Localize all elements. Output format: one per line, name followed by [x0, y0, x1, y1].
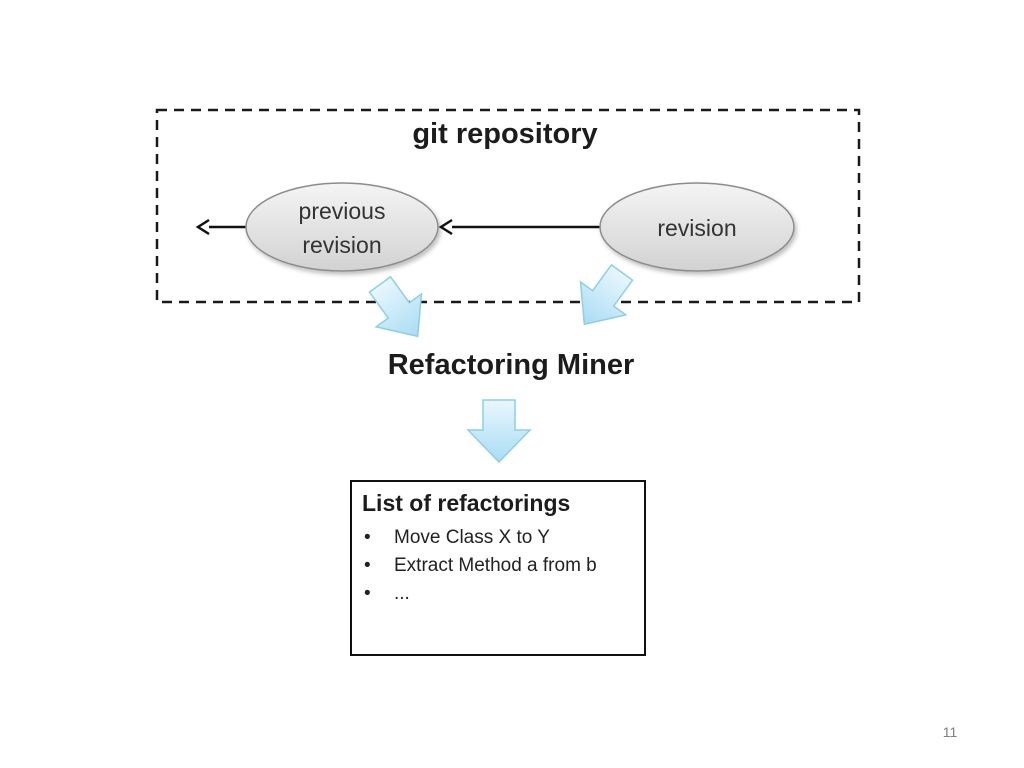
list-item-text: Move Class X to Y	[394, 527, 550, 548]
refactoring-list-box: List of refactorings • Move Class X to Y …	[350, 480, 646, 656]
list-item-text: Extract Method a from b	[394, 555, 597, 576]
revision-to-engine-block-arrow	[579, 263, 634, 326]
previous-revision-node	[245, 182, 439, 272]
refactoring-list: • Move Class X to Y • Extract Method a fro…	[362, 524, 597, 608]
bullet-icon: •	[364, 583, 371, 604]
history-arrowhead	[195, 218, 210, 236]
previous-revision-label: previous revision	[246, 194, 438, 262]
revision-label: revision	[657, 215, 737, 241]
revision-to-previous-arrowhead	[438, 218, 453, 236]
engine-to-output-block-arrow	[466, 399, 532, 464]
repository-container	[155, 108, 861, 304]
list-item: •...	[362, 580, 597, 608]
page-number: 11	[942, 724, 958, 740]
list-item-text: ...	[394, 583, 410, 604]
engine-label: Refactoring Miner	[387, 349, 635, 381]
refactoring-list-title: List of refactorings	[362, 490, 571, 516]
revision-node	[599, 182, 795, 272]
repository-title: git repository	[412, 118, 598, 150]
bullet-icon: •	[364, 555, 371, 576]
previous-to-engine-block-arrow	[368, 275, 423, 338]
list-item: • Move Class X to Y	[362, 524, 597, 552]
previous-revision-label-line1: previous	[298, 198, 386, 224]
bullet-icon: •	[364, 527, 371, 548]
previous-revision-label-line2: revision	[302, 232, 382, 258]
list-item: • Extract Method a from b	[362, 552, 597, 580]
